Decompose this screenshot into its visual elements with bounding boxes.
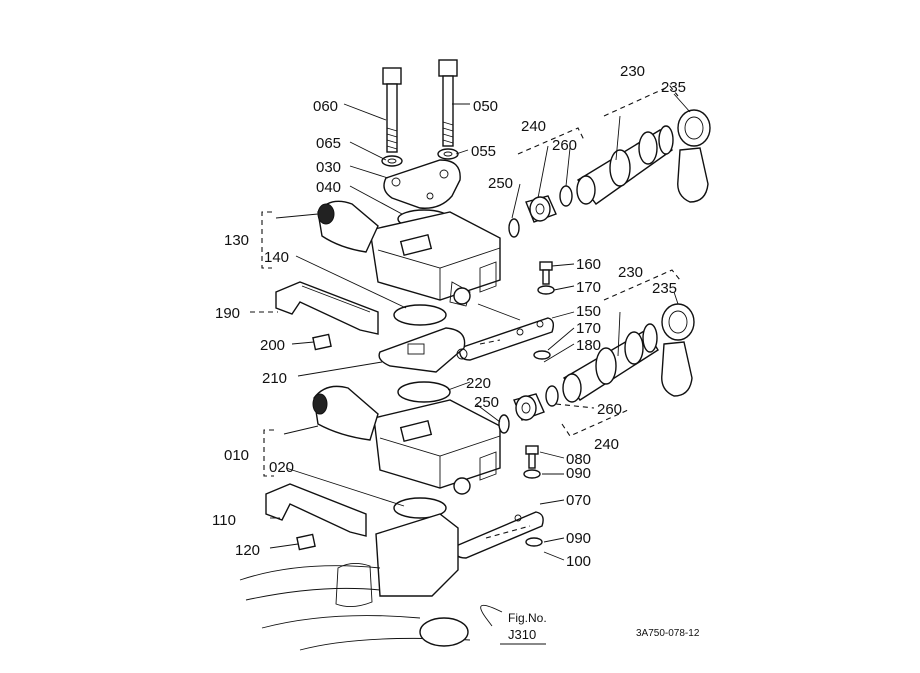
bracket-230-lower bbox=[603, 269, 681, 301]
callout-240-lower: 240 bbox=[594, 436, 619, 453]
bracket-240-upper bbox=[517, 127, 585, 155]
washer-170-lower bbox=[533, 350, 551, 360]
callout-030: 030 bbox=[316, 159, 341, 176]
callout-235: 235 bbox=[661, 79, 686, 96]
bracket-230-upper bbox=[603, 85, 679, 117]
drawing-code: 3A750-078-12 bbox=[636, 628, 700, 639]
callout-055: 055 bbox=[471, 143, 496, 160]
bracket-010 bbox=[263, 429, 274, 477]
adapter-250-upper bbox=[508, 218, 520, 238]
callout-050: 050 bbox=[473, 98, 498, 115]
callout-100: 100 bbox=[566, 553, 591, 570]
leader-lines bbox=[250, 93, 691, 627]
callout-235-lower: 235 bbox=[652, 280, 677, 297]
callout-170-lower: 170 bbox=[576, 320, 601, 337]
stay-110 bbox=[265, 483, 367, 537]
callout-210: 210 bbox=[262, 370, 287, 387]
stay-190 bbox=[275, 281, 379, 335]
washer-090-lower bbox=[525, 537, 543, 547]
o-ring-260-lower bbox=[545, 385, 559, 407]
bolt-060 bbox=[382, 67, 402, 153]
valve-body-lower-010 bbox=[312, 385, 501, 495]
dust-cap-235-upper bbox=[677, 109, 711, 203]
o-ring-220 bbox=[397, 381, 451, 403]
callout-260: 260 bbox=[552, 137, 577, 154]
callout-160: 160 bbox=[576, 256, 601, 273]
callout-240: 240 bbox=[521, 118, 546, 135]
callout-230: 230 bbox=[620, 63, 645, 80]
callout-140: 140 bbox=[264, 249, 289, 266]
quick-coupler-230-upper bbox=[576, 125, 674, 205]
cover-plate-030 bbox=[383, 159, 461, 209]
callout-180: 180 bbox=[576, 337, 601, 354]
washer-055 bbox=[437, 148, 459, 160]
pin-160 bbox=[539, 261, 553, 285]
callout-labels: 060 050 065 055 030 040 130 140 190 200 … bbox=[212, 63, 686, 570]
callout-070: 070 bbox=[566, 492, 591, 509]
callout-130: 130 bbox=[224, 232, 249, 249]
callout-250-lower: 250 bbox=[474, 394, 499, 411]
fig-no-number: J310 bbox=[508, 627, 536, 642]
o-ring-020 bbox=[393, 497, 447, 519]
washer-065 bbox=[381, 155, 403, 167]
callout-065: 065 bbox=[316, 135, 341, 152]
plate-210 bbox=[378, 327, 468, 373]
callout-090: 090 bbox=[566, 465, 591, 482]
callout-010: 010 bbox=[224, 447, 249, 464]
callout-230-lower: 230 bbox=[618, 264, 643, 281]
callout-150: 150 bbox=[576, 303, 601, 320]
o-ring-260-upper bbox=[559, 185, 573, 207]
bolt-050 bbox=[438, 59, 458, 147]
callout-120: 120 bbox=[235, 542, 260, 559]
washer-090 bbox=[523, 469, 541, 479]
pin-080 bbox=[525, 445, 539, 469]
callout-190: 190 bbox=[215, 305, 240, 322]
callout-200: 200 bbox=[260, 337, 285, 354]
fig-no-label: Fig.No. bbox=[508, 611, 547, 625]
base-housing bbox=[239, 513, 471, 651]
washer-170 bbox=[537, 285, 555, 295]
callout-170: 170 bbox=[576, 279, 601, 296]
bracket-240-lower bbox=[561, 409, 629, 437]
adapter-250-lower bbox=[498, 414, 510, 434]
lever-150 bbox=[459, 303, 555, 361]
callout-040: 040 bbox=[316, 179, 341, 196]
quick-coupler-230-lower bbox=[562, 323, 659, 403]
valve-body-upper-130 bbox=[317, 200, 501, 307]
bracket-130 bbox=[261, 211, 272, 269]
seal-plate-140-ring bbox=[393, 304, 447, 326]
nipple-240-upper bbox=[525, 195, 557, 223]
callout-260-lower: 260 bbox=[597, 401, 622, 418]
lever-070 bbox=[454, 511, 544, 559]
callout-090-lower: 090 bbox=[566, 530, 591, 547]
callout-110: 110 bbox=[212, 512, 236, 529]
callout-220: 220 bbox=[466, 375, 491, 392]
plug-120 bbox=[296, 533, 316, 551]
callout-250: 250 bbox=[488, 175, 513, 192]
dust-cap-235-lower bbox=[661, 303, 695, 397]
nipple-240-lower bbox=[513, 393, 545, 421]
callout-060: 060 bbox=[313, 98, 338, 115]
callout-020: 020 bbox=[269, 459, 294, 476]
plug-200 bbox=[312, 333, 332, 351]
callout-080: 080 bbox=[566, 451, 591, 468]
